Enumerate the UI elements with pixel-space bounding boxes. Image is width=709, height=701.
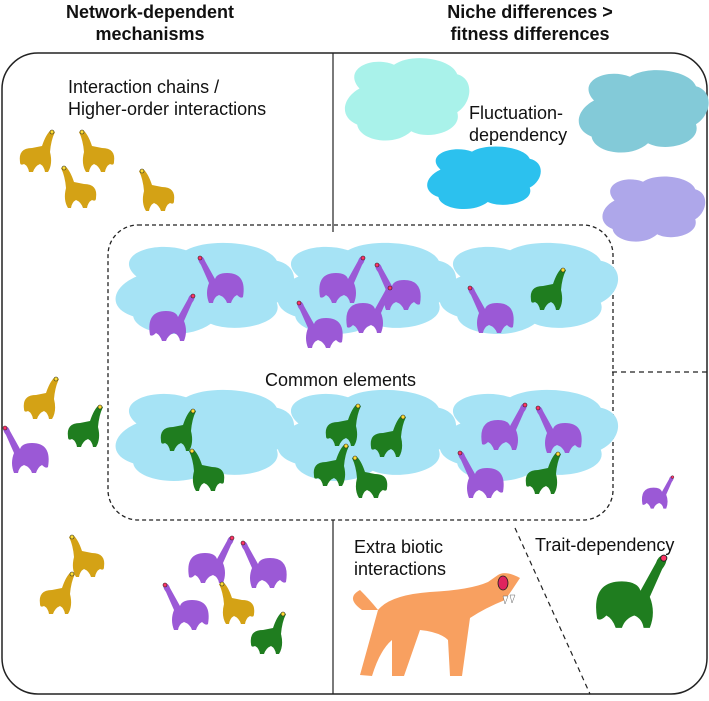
creature-purple-pond1 bbox=[197, 255, 244, 303]
divider-diagonal-dashed bbox=[514, 527, 591, 695]
label-extra-biotic-interactions: Extra biotic interactions bbox=[354, 537, 447, 579]
creature-green-left bbox=[67, 404, 103, 447]
outer-frame bbox=[1, 52, 708, 695]
header-network-dependent: Network-dependent mechanisms bbox=[65, 2, 234, 44]
creature-purple-trait-small bbox=[641, 475, 675, 509]
creature-green-bottomleft bbox=[250, 611, 286, 654]
pond-cell-6 bbox=[439, 389, 619, 482]
creature-green-pond4 bbox=[189, 448, 225, 491]
creature-purple-pond6 bbox=[481, 402, 528, 450]
pond-cell-2 bbox=[277, 242, 457, 335]
creature-purple-bottomleft bbox=[188, 535, 235, 583]
creature-gold-topleft bbox=[19, 129, 55, 172]
creature-gold-left bbox=[23, 376, 59, 419]
cloud-cyan bbox=[427, 146, 541, 210]
cloud-mint bbox=[344, 58, 470, 141]
label-trait-dependency: Trait-dependency bbox=[535, 535, 675, 555]
creature-gold-topleft bbox=[79, 129, 115, 172]
creature-green-pond5 bbox=[352, 455, 388, 498]
predator-creature bbox=[352, 573, 520, 676]
creature-gold-bottomleft bbox=[39, 571, 75, 614]
creature-green-pond5 bbox=[370, 414, 406, 457]
creature-green-pond5 bbox=[325, 403, 361, 446]
creature-purple-pond3 bbox=[467, 285, 514, 333]
creature-purple-bottomleft bbox=[240, 540, 287, 588]
label-interaction-chains: Interaction chains / Higher-order intera… bbox=[68, 77, 267, 119]
pond-cell-1 bbox=[115, 242, 295, 335]
creature-purple-bottomleft bbox=[162, 582, 209, 630]
creature-green-trait-large bbox=[596, 554, 668, 628]
creature-green-pond4 bbox=[160, 408, 196, 451]
label-fluctuation-dependency: Fluctuation- dependency bbox=[469, 103, 568, 145]
creature-purple-pond6 bbox=[457, 450, 504, 498]
creature-purple-pond6 bbox=[535, 405, 582, 453]
creature-purple-pond2 bbox=[346, 285, 393, 333]
pond-cell-3 bbox=[439, 242, 619, 335]
label-common-elements: Common elements bbox=[265, 370, 417, 390]
creature-green-pond6 bbox=[525, 451, 561, 494]
pond-cell-5 bbox=[277, 389, 457, 482]
creature-green-pond5 bbox=[313, 443, 349, 486]
creature-purple-pond2 bbox=[296, 300, 343, 348]
creature-purple-left bbox=[2, 425, 49, 473]
creature-gold-bottomleft bbox=[69, 534, 105, 577]
predator-eye bbox=[497, 575, 509, 591]
header-niche-differences: Niche differences > fitness differences bbox=[447, 2, 613, 44]
creature-gold-bottomleft bbox=[219, 581, 255, 624]
creature-purple-pond1 bbox=[149, 293, 196, 341]
creature-purple-pond2 bbox=[319, 255, 366, 303]
creature-gold-topleft bbox=[61, 165, 97, 208]
creature-gold-topleft bbox=[139, 168, 175, 211]
cloud-steel bbox=[578, 70, 709, 153]
common-elements-box bbox=[107, 224, 614, 521]
predator-teeth bbox=[502, 594, 516, 605]
creature-green-pond3 bbox=[530, 267, 566, 310]
cloud-lavender bbox=[602, 176, 706, 242]
pond-cell-4 bbox=[115, 389, 295, 482]
